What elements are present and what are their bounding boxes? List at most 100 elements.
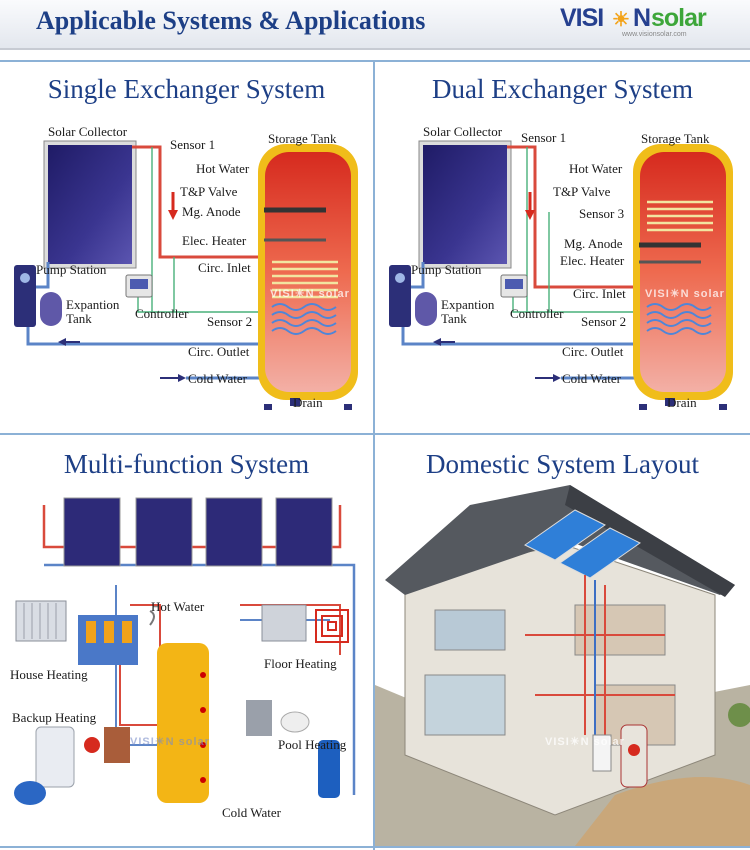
watermark: VISI☀N solar <box>270 288 350 300</box>
drain-label: Drain <box>667 395 697 410</box>
backup-boiler <box>35 726 75 788</box>
hot-water-label: Hot Water <box>151 599 205 614</box>
radiator <box>15 600 67 642</box>
soil <box>575 777 750 846</box>
expansion-tank <box>415 292 437 326</box>
page-title: Applicable Systems & Applications <box>36 6 426 35</box>
roof-solar-panel-1 <box>524 509 606 561</box>
divider-middle <box>0 433 750 435</box>
expansion-tank <box>40 292 62 326</box>
room-window <box>434 609 506 651</box>
tank-inner <box>265 152 351 392</box>
tp-valve-label: T&P Valve <box>180 184 238 199</box>
collector-1 <box>63 497 121 567</box>
dual-exchanger-diagram <box>389 140 733 410</box>
expansion-tank-label: Expantion Tank <box>66 297 120 326</box>
mg-anode-label: Mg. Anode <box>182 204 241 219</box>
backup-controller <box>104 727 130 763</box>
solar-collector-label: Solar Collector <box>48 124 128 139</box>
watermark: VISI☀N solar <box>645 288 725 300</box>
controller-label: Controller <box>510 306 564 321</box>
elec-heater-label: Elec. Heater <box>560 253 625 268</box>
vision-solar-logo: VISI ☀ N solar www.visionsolar.com <box>560 4 710 40</box>
conservatory <box>424 674 506 736</box>
cold-water-label: Cold Water <box>222 805 282 820</box>
sensor1-label: Sensor 1 <box>170 137 216 152</box>
logo-n-text: N <box>633 4 652 32</box>
pool-heating-label: Pool Heating <box>278 737 347 752</box>
roof-solar-panel-2 <box>559 527 641 579</box>
boiler <box>592 734 612 772</box>
pool-heat-exchanger <box>318 740 340 798</box>
solar-collector <box>423 145 507 264</box>
hot-water-label: Hot Water <box>196 161 250 176</box>
drain-valve <box>290 398 300 406</box>
dual-exchanger-panel: Dual Exchanger System <box>375 62 750 433</box>
collector-3 <box>205 497 263 567</box>
watermark: VISI☀N solar <box>130 736 210 748</box>
sun-icon: ☀ <box>612 9 630 31</box>
floor-heating-coil <box>315 609 349 643</box>
sensor2-label: Sensor 2 <box>207 314 253 329</box>
hot-pipe <box>132 145 262 259</box>
pump-station-label: Pump Station <box>36 262 107 277</box>
circ-outlet-label: Circ. Outlet <box>188 344 250 359</box>
watermark: VISI☀N solar <box>545 736 625 748</box>
multi-function-diagram <box>14 497 356 805</box>
sensor3-label: Sensor 3 <box>579 206 625 221</box>
collector-4 <box>275 497 333 567</box>
circ-inlet-label: Circ. Inlet <box>573 286 626 301</box>
sensor1-label: Sensor 1 <box>521 130 567 145</box>
circ-outlet-label: Circ. Outlet <box>562 344 624 359</box>
domestic-panel: Domestic System Layout VISI☀N solar <box>375 435 750 846</box>
cold-water-label: Cold Water <box>562 371 622 386</box>
upper-coil <box>647 200 713 232</box>
tank-inner <box>640 152 726 392</box>
pool-pump <box>246 700 272 736</box>
storage-tank <box>157 643 209 803</box>
sensor2-label: Sensor 2 <box>581 314 627 329</box>
pump-station-label: Pump Station <box>411 262 482 277</box>
pump-station <box>389 265 411 327</box>
backup-heating-label: Backup Heating <box>12 710 97 725</box>
solar-collector-label: Solar Collector <box>423 124 503 139</box>
logo-vis-text: VISI <box>560 4 604 32</box>
panel-title: Domestic System Layout <box>426 449 699 479</box>
divider-top <box>0 60 750 62</box>
drain-label: Drain <box>293 395 323 410</box>
mg-anode-label: Mg. Anode <box>564 236 623 251</box>
page-header: Applicable Systems & Applications VISI ☀… <box>0 0 750 50</box>
filter <box>280 711 310 733</box>
domestic-house-illustration <box>375 485 750 846</box>
panel-title: Dual Exchanger System <box>432 74 693 104</box>
heat-coil <box>272 260 338 299</box>
panel-title: Multi-function System <box>63 449 310 479</box>
room <box>574 604 666 656</box>
logo-solar-text: solar <box>651 4 707 32</box>
floor-heating-label: Floor Heating <box>264 656 337 671</box>
pump-gauge <box>20 273 30 283</box>
logo-url: www.visionsolar.com <box>622 31 687 38</box>
elec-heater-label: Elec. Heater <box>182 233 247 248</box>
tp-valve-label: T&P Valve <box>553 184 611 199</box>
cold-water-label: Cold Water <box>188 371 248 386</box>
hot-water-label: Hot Water <box>569 161 623 176</box>
circ-inlet-label: Circ. Inlet <box>198 260 251 275</box>
solar-collector <box>48 145 132 264</box>
expansion-tank-label: Expantion Tank <box>441 297 495 326</box>
house-heating-label: House Heating <box>10 667 88 682</box>
controller-label: Controller <box>135 306 189 321</box>
boiler-base <box>14 781 46 805</box>
expansion-vessel <box>84 737 100 753</box>
divider-vertical <box>373 60 375 850</box>
single-exchanger-diagram <box>14 140 358 410</box>
collector-2 <box>135 497 193 567</box>
manifold <box>261 604 307 642</box>
controller-screen <box>130 279 148 289</box>
divider-bottom <box>0 846 750 848</box>
storage-tank-label: Storage Tank <box>268 131 337 146</box>
single-exchanger-panel: Single Exchanger System <box>0 62 373 433</box>
storage-tank-label: Storage Tank <box>641 131 710 146</box>
panel-title: Single Exchanger System <box>47 74 326 104</box>
hot-pipe <box>507 145 637 289</box>
